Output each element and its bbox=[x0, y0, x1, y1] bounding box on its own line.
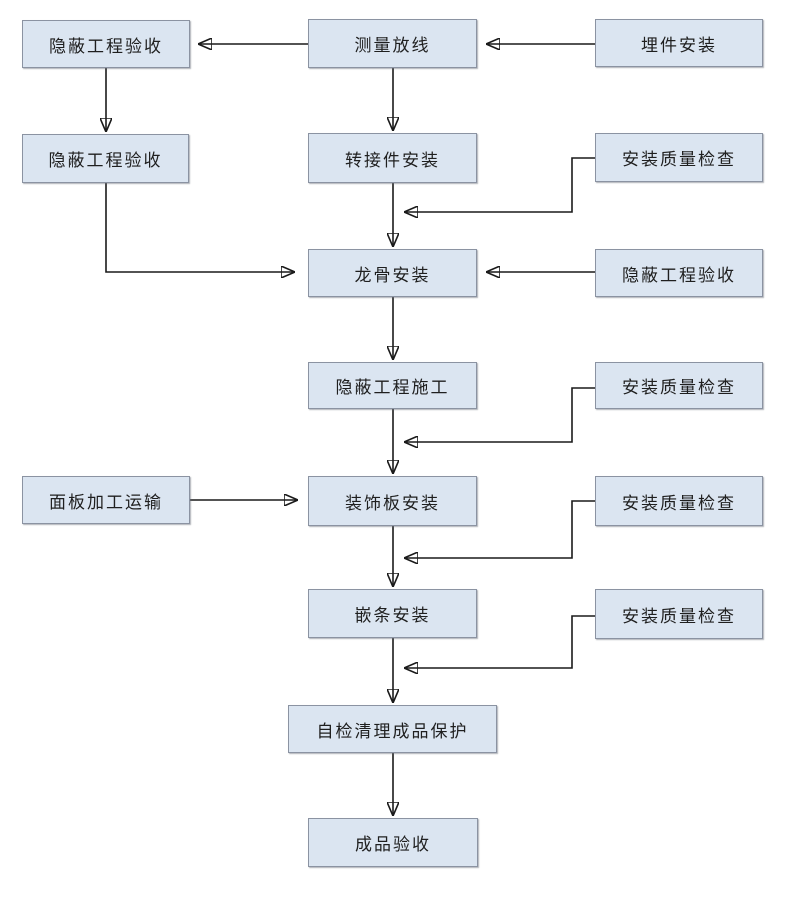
arrow-quality-d-elbow bbox=[405, 615, 595, 668]
node-trim-install: 嵌条安装 bbox=[308, 589, 477, 638]
arrow-quality-c-elbow bbox=[405, 500, 595, 558]
node-quality-check-b: 安装质量检查 bbox=[595, 362, 763, 409]
node-keel-install: 龙骨安装 bbox=[308, 249, 477, 297]
node-quality-check-c: 安装质量检查 bbox=[595, 476, 763, 526]
node-label: 转接件安装 bbox=[345, 150, 440, 171]
node-embed-install: 埋件安装 bbox=[595, 19, 763, 67]
node-label: 隐蔽工程验收 bbox=[48, 151, 163, 171]
node-label: 隐蔽工程验收 bbox=[49, 36, 163, 57]
node-hidden-acceptance-b: 隐蔽工程验收 bbox=[22, 134, 189, 183]
node-label: 测量放线 bbox=[354, 36, 431, 56]
node-hidden-acceptance-a: 隐蔽工程验收 bbox=[22, 20, 190, 68]
node-measure-layout: 测量放线 bbox=[308, 19, 477, 68]
node-quality-check-a: 安装质量检查 bbox=[595, 133, 763, 182]
node-hidden-construction: 隐蔽工程施工 bbox=[308, 362, 477, 409]
node-label: 嵌条安装 bbox=[354, 606, 431, 626]
node-label: 安装质量检查 bbox=[622, 150, 736, 170]
node-finished-acceptance: 成品验收 bbox=[308, 818, 478, 867]
node-decor-panel-install: 装饰板安装 bbox=[308, 476, 477, 526]
node-label: 隐蔽工程验收 bbox=[622, 265, 736, 286]
node-label: 埋件安装 bbox=[641, 35, 717, 56]
node-self-check-protect: 自检清理成品保护 bbox=[288, 705, 497, 753]
node-label: 装饰板安装 bbox=[345, 493, 440, 514]
arrow-hidden-b-elbow-to-keel bbox=[105, 183, 294, 272]
node-label: 安装质量检查 bbox=[622, 493, 736, 514]
node-label: 安装质量检查 bbox=[622, 378, 736, 398]
node-label: 龙骨安装 bbox=[354, 265, 431, 286]
arrow-quality-b-elbow bbox=[405, 387, 595, 442]
node-label: 自检清理成品保护 bbox=[316, 721, 469, 742]
node-label: 成品验收 bbox=[355, 835, 431, 855]
node-label: 安装质量检查 bbox=[622, 606, 736, 627]
arrow-quality-a-elbow bbox=[405, 157, 595, 212]
node-quality-check-d: 安装质量检查 bbox=[595, 589, 763, 639]
node-hidden-acceptance-c: 隐蔽工程验收 bbox=[595, 249, 763, 297]
node-label: 面板加工运输 bbox=[49, 492, 163, 513]
node-label: 隐蔽工程施工 bbox=[335, 378, 450, 398]
node-adapter-install: 转接件安装 bbox=[308, 133, 477, 183]
node-panel-transport: 面板加工运输 bbox=[22, 476, 190, 524]
